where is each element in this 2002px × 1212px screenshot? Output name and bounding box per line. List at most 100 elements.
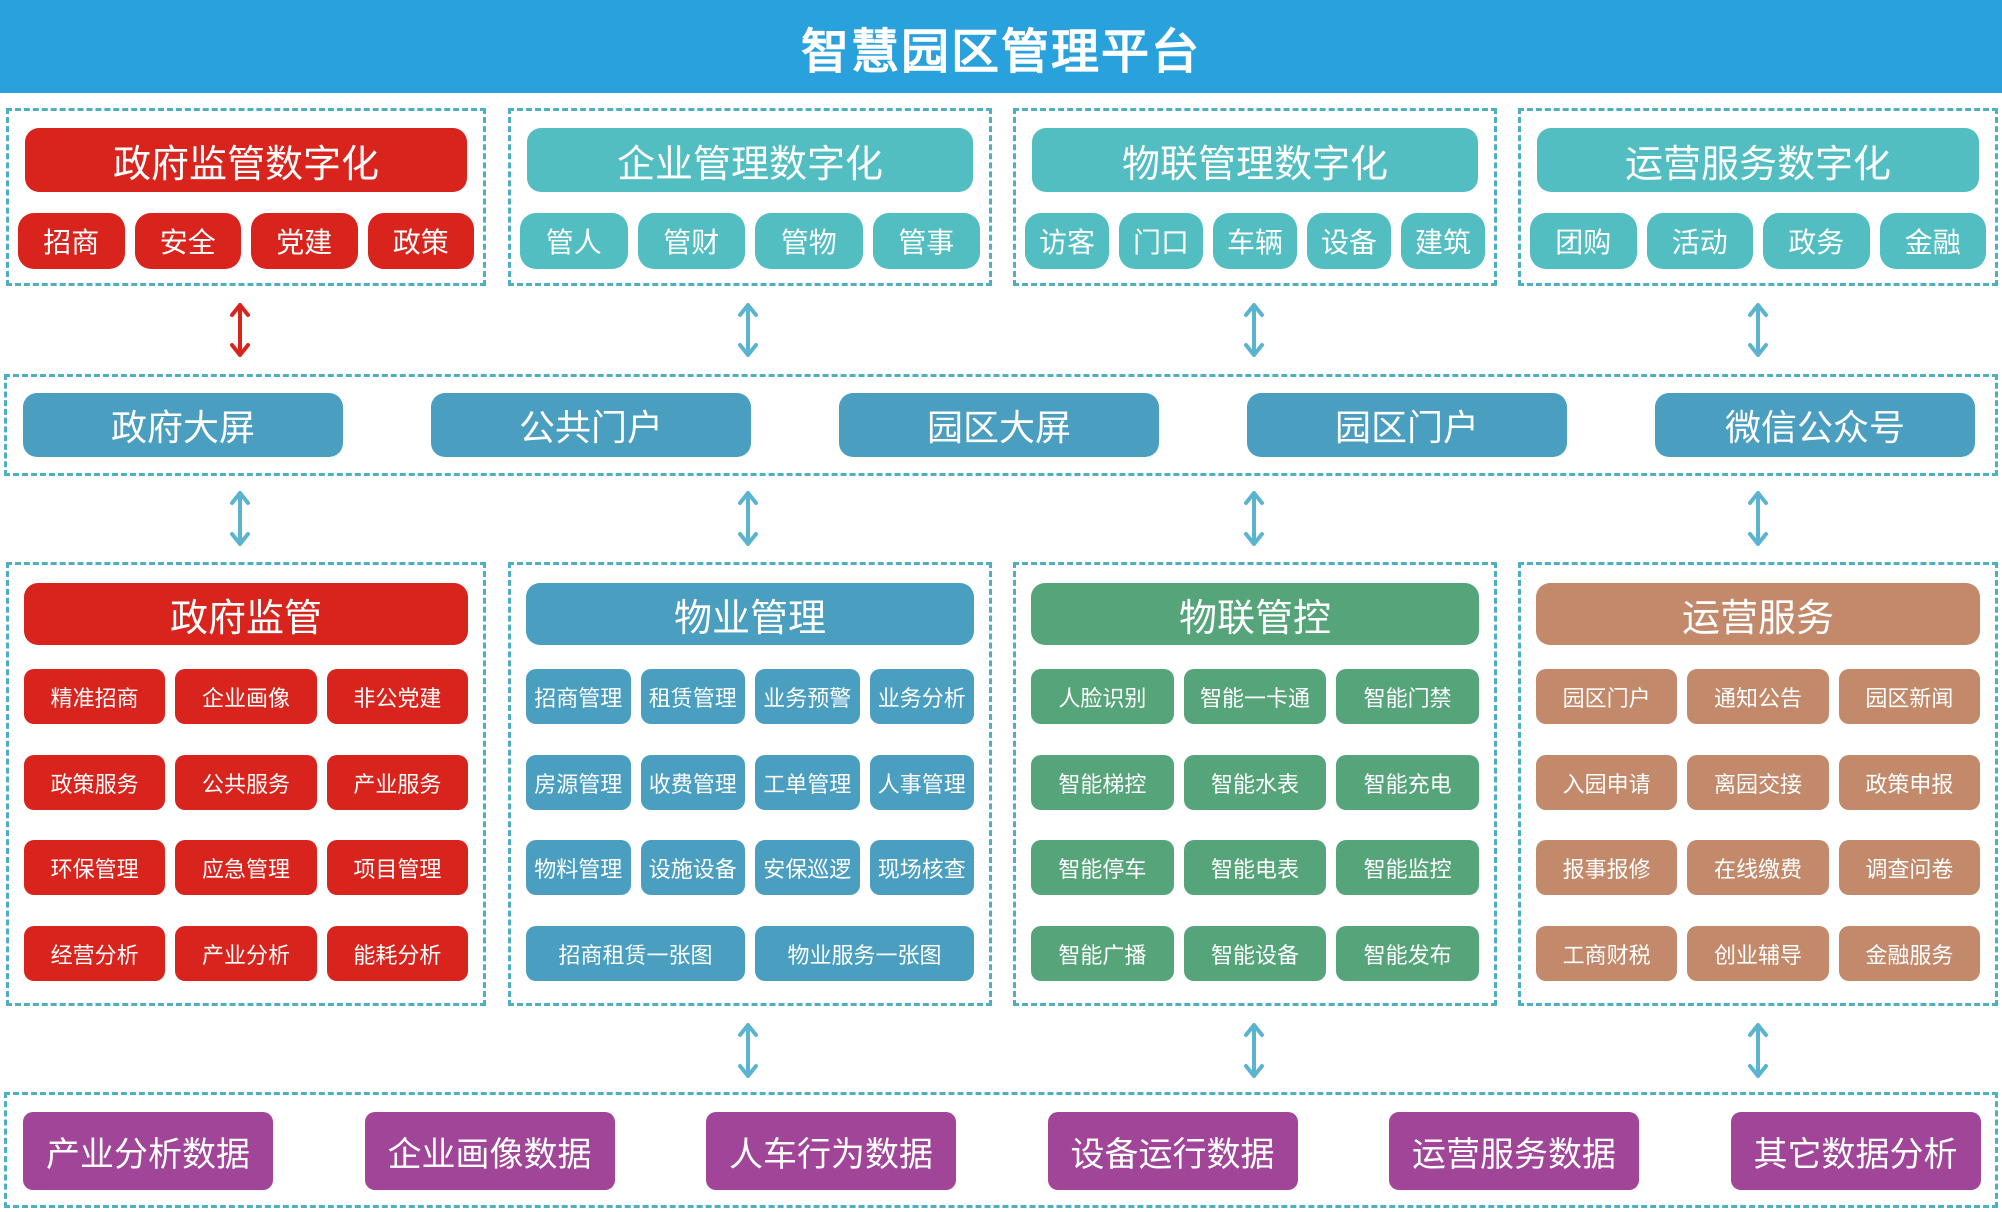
module-item: 在线缴费: [1687, 840, 1829, 895]
digitization-tag: 管财: [637, 213, 745, 269]
digitization-tag: 政策: [367, 213, 474, 269]
module-item: 智能停车: [1031, 840, 1174, 895]
data-item: 人车行为数据: [706, 1112, 956, 1190]
module-item: 能耗分析: [326, 926, 468, 981]
module-group-1: [508, 562, 992, 1006]
digitization-tag: 车辆: [1213, 213, 1297, 269]
module-item: 环保管理: [24, 840, 166, 895]
digitization-header: 政府监管数字化: [25, 128, 467, 192]
module-item: 智能发布: [1336, 926, 1479, 981]
digitization-tag: 管人: [520, 213, 628, 269]
module-item: 租赁管理: [640, 669, 745, 724]
module-item: 入园申请: [1536, 755, 1678, 810]
module-item: 物料管理: [526, 840, 631, 895]
data-item: 产业分析数据: [23, 1112, 273, 1190]
page-title: 智慧园区管理平台: [0, 0, 2002, 93]
module-item: 房源管理: [526, 755, 631, 810]
double-arrow-icon: [230, 303, 250, 357]
module-item: 收费管理: [640, 755, 745, 810]
module-item-wide: 招商租赁一张图: [526, 926, 745, 981]
module-item: 现场核查: [869, 840, 974, 895]
module-item: 报事报修: [1536, 840, 1678, 895]
double-arrow-icon: [1244, 1023, 1264, 1078]
module-item: 非公党建: [326, 669, 468, 724]
module-item: 招商管理: [526, 669, 631, 724]
portal-item: 政府大屏: [23, 393, 343, 457]
double-arrow-icon: [230, 491, 250, 546]
portal-item: 园区大屏: [839, 393, 1159, 457]
portal-item: 公共门户: [431, 393, 751, 457]
module-item: 人事管理: [869, 755, 974, 810]
digitization-tag: 管物: [755, 213, 863, 269]
digitization-header: 物联管理数字化: [1032, 128, 1478, 192]
data-item: 企业画像数据: [364, 1112, 615, 1190]
module-item: 智能梯控: [1031, 755, 1174, 810]
module-header: 政府监管: [24, 583, 468, 645]
module-item: 企业画像: [175, 669, 317, 724]
digitization-tag: 建筑: [1401, 213, 1485, 269]
digitization-group-2: [1013, 108, 1497, 286]
module-item: 政策申报: [1838, 755, 1980, 810]
double-arrow-icon: [1244, 491, 1264, 546]
module-group-2: [1013, 562, 1497, 1006]
double-arrow-icon: [738, 1023, 758, 1078]
portal-item: 园区门户: [1247, 393, 1567, 457]
module-item: 智能设备: [1183, 926, 1327, 981]
module-item: 产业服务: [326, 755, 468, 810]
digitization-header: 企业管理数字化: [527, 128, 973, 192]
module-item: 园区门户: [1536, 669, 1678, 724]
digitization-tag: 访客: [1025, 213, 1109, 269]
digitization-tag: 管事: [872, 213, 980, 269]
digitization-tag: 政务: [1763, 213, 1870, 269]
double-arrow-icon: [738, 303, 758, 357]
module-item: 智能一卡通: [1183, 669, 1327, 724]
module-header: 运营服务: [1536, 583, 1980, 645]
double-arrow-icon: [738, 491, 758, 546]
module-group-0: [6, 562, 486, 1006]
digitization-group-0: [6, 108, 486, 286]
digitization-tag: 安全: [134, 213, 241, 269]
data-item: 设备运行数据: [1047, 1112, 1298, 1190]
double-arrow-icon: [1748, 303, 1768, 357]
digitization-tag: 团购: [1530, 213, 1637, 269]
digitization-tag: 金融: [1879, 213, 1986, 269]
module-item: 离园交接: [1687, 755, 1829, 810]
data-item: 其它数据分析: [1730, 1112, 1981, 1190]
digitization-tag: 设备: [1307, 213, 1391, 269]
module-item: 产业分析: [175, 926, 317, 981]
module-item: 智能充电: [1336, 755, 1479, 810]
data-item: 运营服务数据: [1389, 1112, 1639, 1190]
module-item-wide: 物业服务一张图: [755, 926, 974, 981]
module-item: 设施设备: [640, 840, 745, 895]
module-item: 项目管理: [326, 840, 468, 895]
digitization-group-3: [1518, 108, 1998, 286]
module-item: 人脸识别: [1031, 669, 1174, 724]
module-item: 公共服务: [175, 755, 317, 810]
digitization-header: 运营服务数字化: [1537, 128, 1979, 192]
module-item: 金融服务: [1838, 926, 1980, 981]
module-header: 物业管理: [526, 583, 974, 645]
module-item: 工商财税: [1536, 926, 1678, 981]
module-item: 工单管理: [755, 755, 860, 810]
double-arrow-icon: [1748, 1023, 1768, 1078]
module-item: 创业辅导: [1687, 926, 1829, 981]
module-item: 智能广播: [1031, 926, 1174, 981]
double-arrow-icon: [1244, 303, 1264, 357]
digitization-tag: 门口: [1119, 213, 1203, 269]
module-item: 安保巡逻: [755, 840, 860, 895]
module-item: 智能监控: [1336, 840, 1479, 895]
data-row: [4, 1092, 1998, 1208]
digitization-tag: 招商: [18, 213, 125, 269]
double-arrow-icon: [1748, 491, 1768, 546]
module-item: 调查问卷: [1838, 840, 1980, 895]
module-group-3: [1518, 562, 1998, 1006]
module-item: 经营分析: [24, 926, 166, 981]
module-item: 园区新闻: [1838, 669, 1980, 724]
module-item: 智能水表: [1183, 755, 1327, 810]
portal-item: 微信公众号: [1655, 393, 1975, 457]
module-item: 智能电表: [1183, 840, 1327, 895]
digitization-tag: 活动: [1646, 213, 1753, 269]
digitization-tag: 党建: [251, 213, 358, 269]
portal-row: [4, 374, 1998, 476]
module-header: 物联管控: [1031, 583, 1479, 645]
